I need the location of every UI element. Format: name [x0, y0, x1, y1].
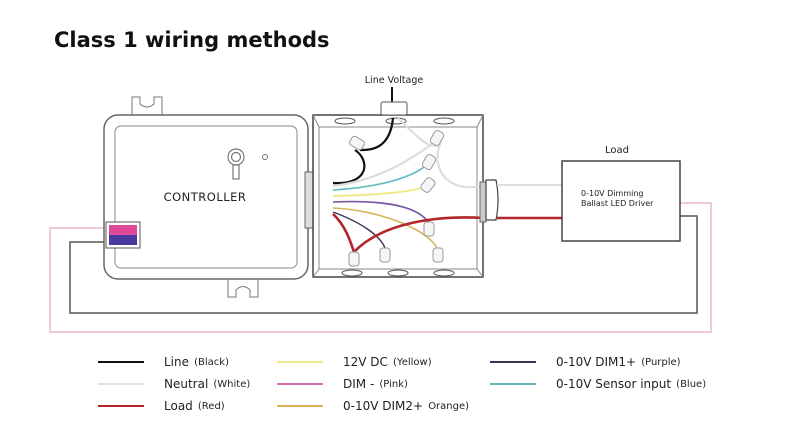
legend-swatch — [490, 383, 536, 385]
legend-swatch — [277, 405, 323, 407]
dim1-return-wire — [69, 215, 698, 314]
dim1-plus-wire — [332, 211, 386, 249]
dim2-wire — [332, 207, 439, 251]
legend-swatch — [277, 361, 323, 363]
controller-bottom-tab — [227, 280, 259, 298]
controller-top-tab — [131, 96, 163, 115]
driver-label-line1: 0-10V Dimming — [581, 189, 644, 198]
line-wire — [332, 117, 395, 185]
legend-label: Load — [164, 399, 193, 413]
legend-label: 0-10V DIM2+ — [343, 399, 424, 413]
legend-sub: (Yellow) — [393, 356, 432, 368]
load-label: Load — [605, 145, 629, 156]
legend-swatch — [98, 361, 144, 363]
legend-label: Neutral — [164, 377, 209, 391]
legend-swatch — [98, 405, 144, 407]
legend-label: 12V DC — [343, 355, 388, 369]
neutral-wire-in — [397, 117, 485, 189]
controller-connector — [105, 221, 141, 249]
controller-box — [103, 114, 309, 280]
sensor-wire — [332, 163, 429, 191]
legend-sub: (Purple) — [641, 356, 681, 368]
legend-sub: Orange) — [428, 400, 470, 412]
line-voltage-fitting — [380, 101, 408, 116]
legend-swatch — [98, 383, 144, 385]
legend-item-dim2-plus: 0-10V DIM2+ Orange) — [277, 396, 469, 416]
controller-label: CONTROLLER — [164, 190, 247, 204]
legend-sub: (Red) — [197, 400, 225, 412]
legend-item-12vdc: 12V DC (Yellow) — [277, 352, 432, 372]
legend-swatch — [490, 361, 536, 363]
legend-item-neutral: Neutral (White) — [98, 374, 250, 394]
neutral-wire — [332, 139, 439, 188]
legend-label: 0-10V Sensor input — [556, 377, 672, 391]
legend-sub: (White) — [213, 378, 251, 390]
legend-item-sensor: 0-10V Sensor input (Blue) — [490, 374, 706, 394]
dimming-driver-box — [561, 160, 681, 242]
legend-item-load: Load (Red) — [98, 396, 225, 416]
load-wire — [332, 213, 485, 255]
legend-sub: (Pink) — [379, 378, 408, 390]
wire-nuts — [348, 130, 445, 267]
diagram-title: Class 1 wiring methods — [54, 28, 330, 52]
right-conduit-fitting — [479, 179, 499, 223]
legend-sub: (Blue) — [676, 378, 707, 390]
line-voltage-label: Line Voltage — [365, 75, 424, 86]
controller-sensor-icon — [227, 148, 245, 180]
legend-swatch — [277, 383, 323, 385]
legend-label: 0-10V DIM1+ — [556, 355, 637, 369]
driver-label-line2: Ballast LED Driver — [581, 199, 654, 208]
controller-led-indicator — [262, 154, 268, 160]
legend-item-dim1-plus: 0-10V DIM1+ (Purple) — [490, 352, 681, 372]
legend-sub: (Black) — [194, 356, 229, 368]
legend-label: Line — [164, 355, 190, 369]
legend-item-line: Line (Black) — [98, 352, 229, 372]
dim-minus-return-wire — [49, 202, 712, 333]
legend-label: DIM - — [343, 377, 375, 391]
legend-item-dim-minus: DIM - (Pink) — [277, 374, 408, 394]
